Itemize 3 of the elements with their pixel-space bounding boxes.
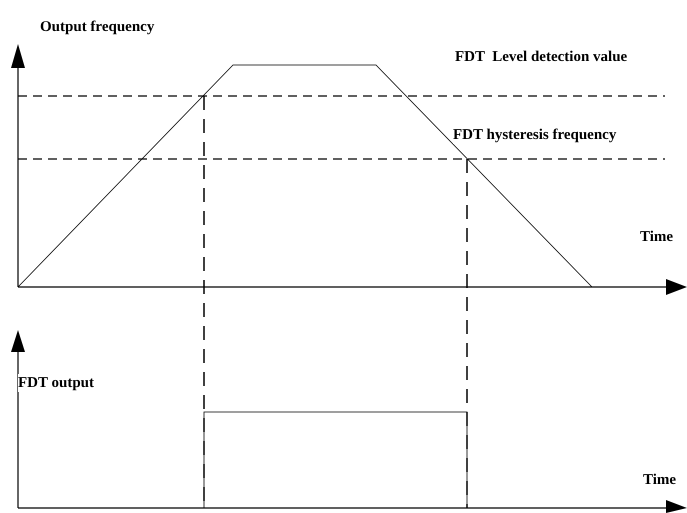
axis-label: Output frequency: [40, 18, 154, 36]
threshold-label: FDT hysteresis frequency: [453, 126, 616, 144]
axis-label: FDT output: [18, 374, 94, 392]
